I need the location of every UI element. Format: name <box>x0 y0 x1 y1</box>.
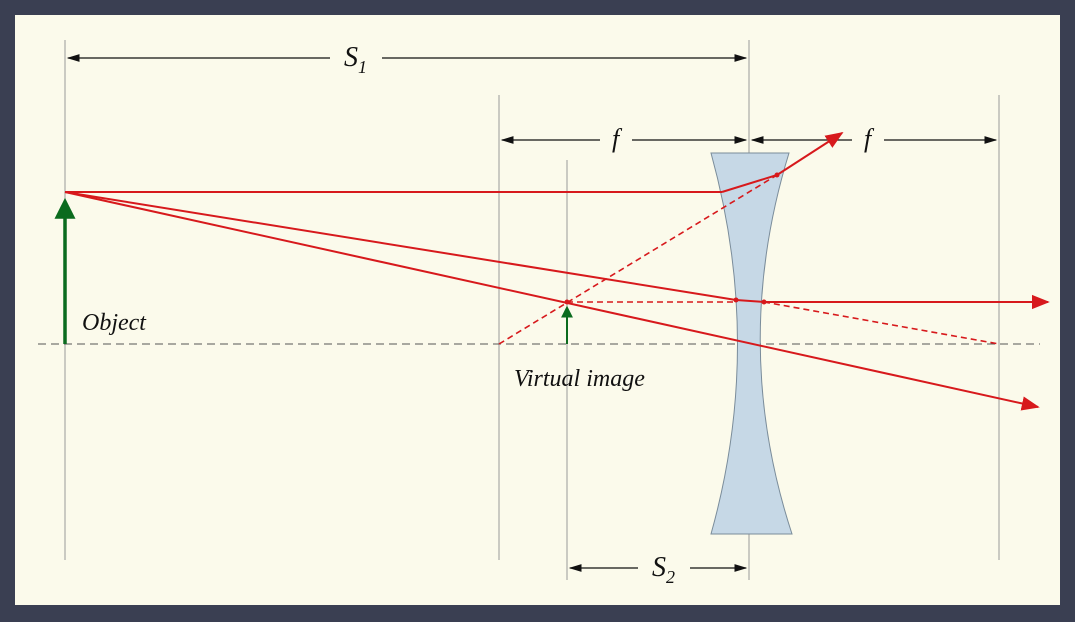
ray-parallel-inside <box>721 174 778 193</box>
label-virtual-image: Virtual image <box>514 366 645 392</box>
label-object: Object <box>82 310 147 336</box>
diagram-panel <box>15 15 1060 605</box>
ray-junction-dot <box>733 297 739 303</box>
ray-focal-incident <box>64 191 737 301</box>
ray-central <box>64 191 1040 411</box>
ray-junction-dot <box>761 299 767 305</box>
label-f-left: f <box>612 124 623 153</box>
ray-junction-dot <box>774 172 780 178</box>
ray-focal-inside <box>735 299 765 303</box>
label-s1: S1 <box>344 42 367 77</box>
ray-junction-dot <box>564 299 570 305</box>
ray-parallel-refracted <box>776 132 844 176</box>
ray-focal-aim-extension <box>763 301 1000 345</box>
label-f-right: f <box>864 124 875 153</box>
ray-parallel-extension <box>498 174 778 345</box>
label-s2: S2 <box>652 552 675 587</box>
